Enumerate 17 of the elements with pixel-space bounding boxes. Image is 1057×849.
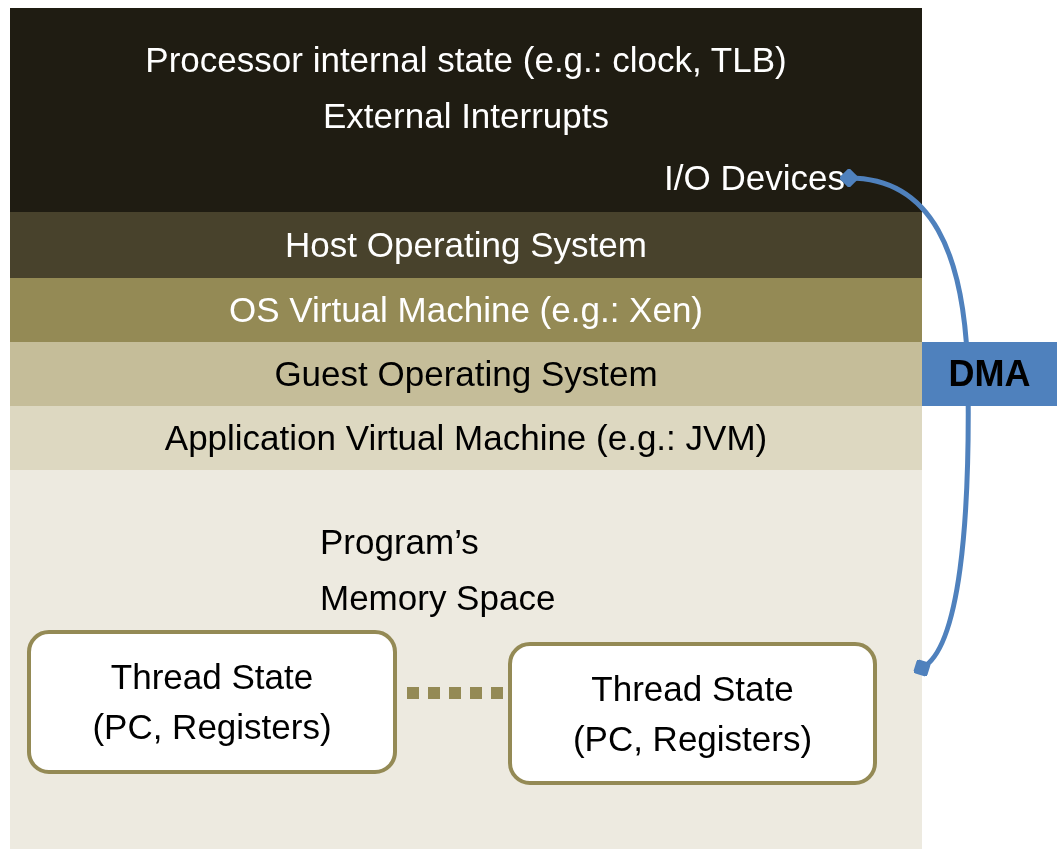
thread-box: Thread State (PC, Registers) xyxy=(508,642,877,785)
thread-box: Thread State (PC, Registers) xyxy=(27,630,397,774)
layer-band xyxy=(10,342,922,406)
layer-band xyxy=(10,278,922,342)
layer-band xyxy=(10,8,922,212)
memory-label: Program’s Memory Space xyxy=(320,521,557,619)
layer-label: Application Virtual Machine (e.g.: JVM) xyxy=(164,417,768,459)
layer-band xyxy=(10,406,922,470)
edge-label: DMA xyxy=(922,342,1057,406)
layer-label: Guest Operating System xyxy=(274,353,658,395)
layer-label: Processor internal state (e.g.: clock, TLB) xyxy=(145,39,787,81)
layer-label: OS Virtual Machine (e.g.: Xen) xyxy=(229,289,703,331)
device-label: I/O Devices xyxy=(605,150,845,206)
layer-band xyxy=(10,212,922,278)
memory-band xyxy=(10,470,922,849)
layer-label: External Interrupts xyxy=(323,95,609,137)
layer-label: Host Operating System xyxy=(285,224,647,266)
